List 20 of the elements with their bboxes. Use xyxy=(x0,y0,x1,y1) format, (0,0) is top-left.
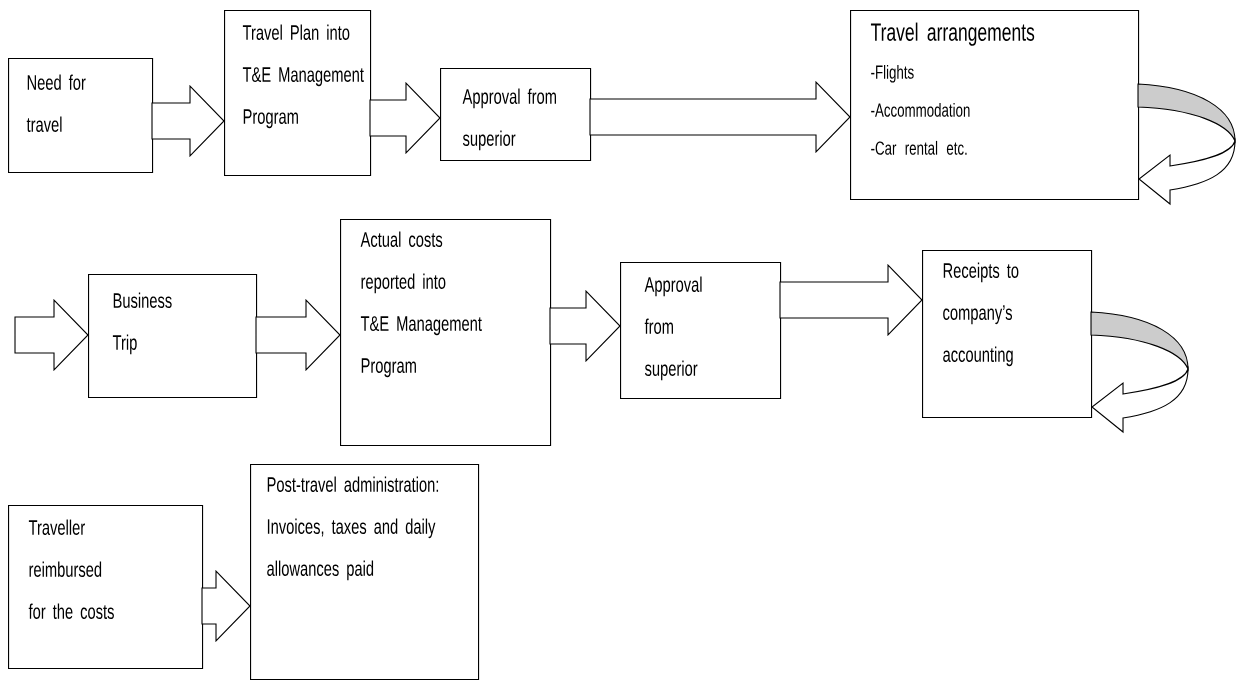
process-box: Travel arrangements -Flights -Accommodation -Car rental etc. xyxy=(850,10,1140,201)
curved-arrow xyxy=(1090,311,1189,433)
process-box: Traveller reimbursed for the costs xyxy=(8,505,204,670)
process-box: Receipts to company’s accounting xyxy=(922,250,1093,419)
process-box: Approval from superior xyxy=(440,68,592,162)
block-arrow xyxy=(201,569,251,643)
process-box: Actual costs reported into T&E Management Program xyxy=(340,219,552,447)
block-arrow xyxy=(255,298,341,372)
block-arrow xyxy=(589,80,851,154)
block-arrow xyxy=(549,289,621,363)
block-arrow xyxy=(151,84,225,158)
process-box: Need for travel xyxy=(8,58,154,174)
curved-arrow xyxy=(1137,83,1236,205)
block-arrow xyxy=(779,263,923,337)
block-arrow xyxy=(369,81,441,155)
block-arrow xyxy=(14,298,89,372)
process-box: Travel Plan into T&E Management Program xyxy=(224,10,372,177)
process-box: Approval from superior xyxy=(620,262,782,400)
process-box: Post-travel administration: Invoices, taxes and daily allowances paid xyxy=(250,464,480,681)
process-box: Business Trip xyxy=(88,274,258,399)
